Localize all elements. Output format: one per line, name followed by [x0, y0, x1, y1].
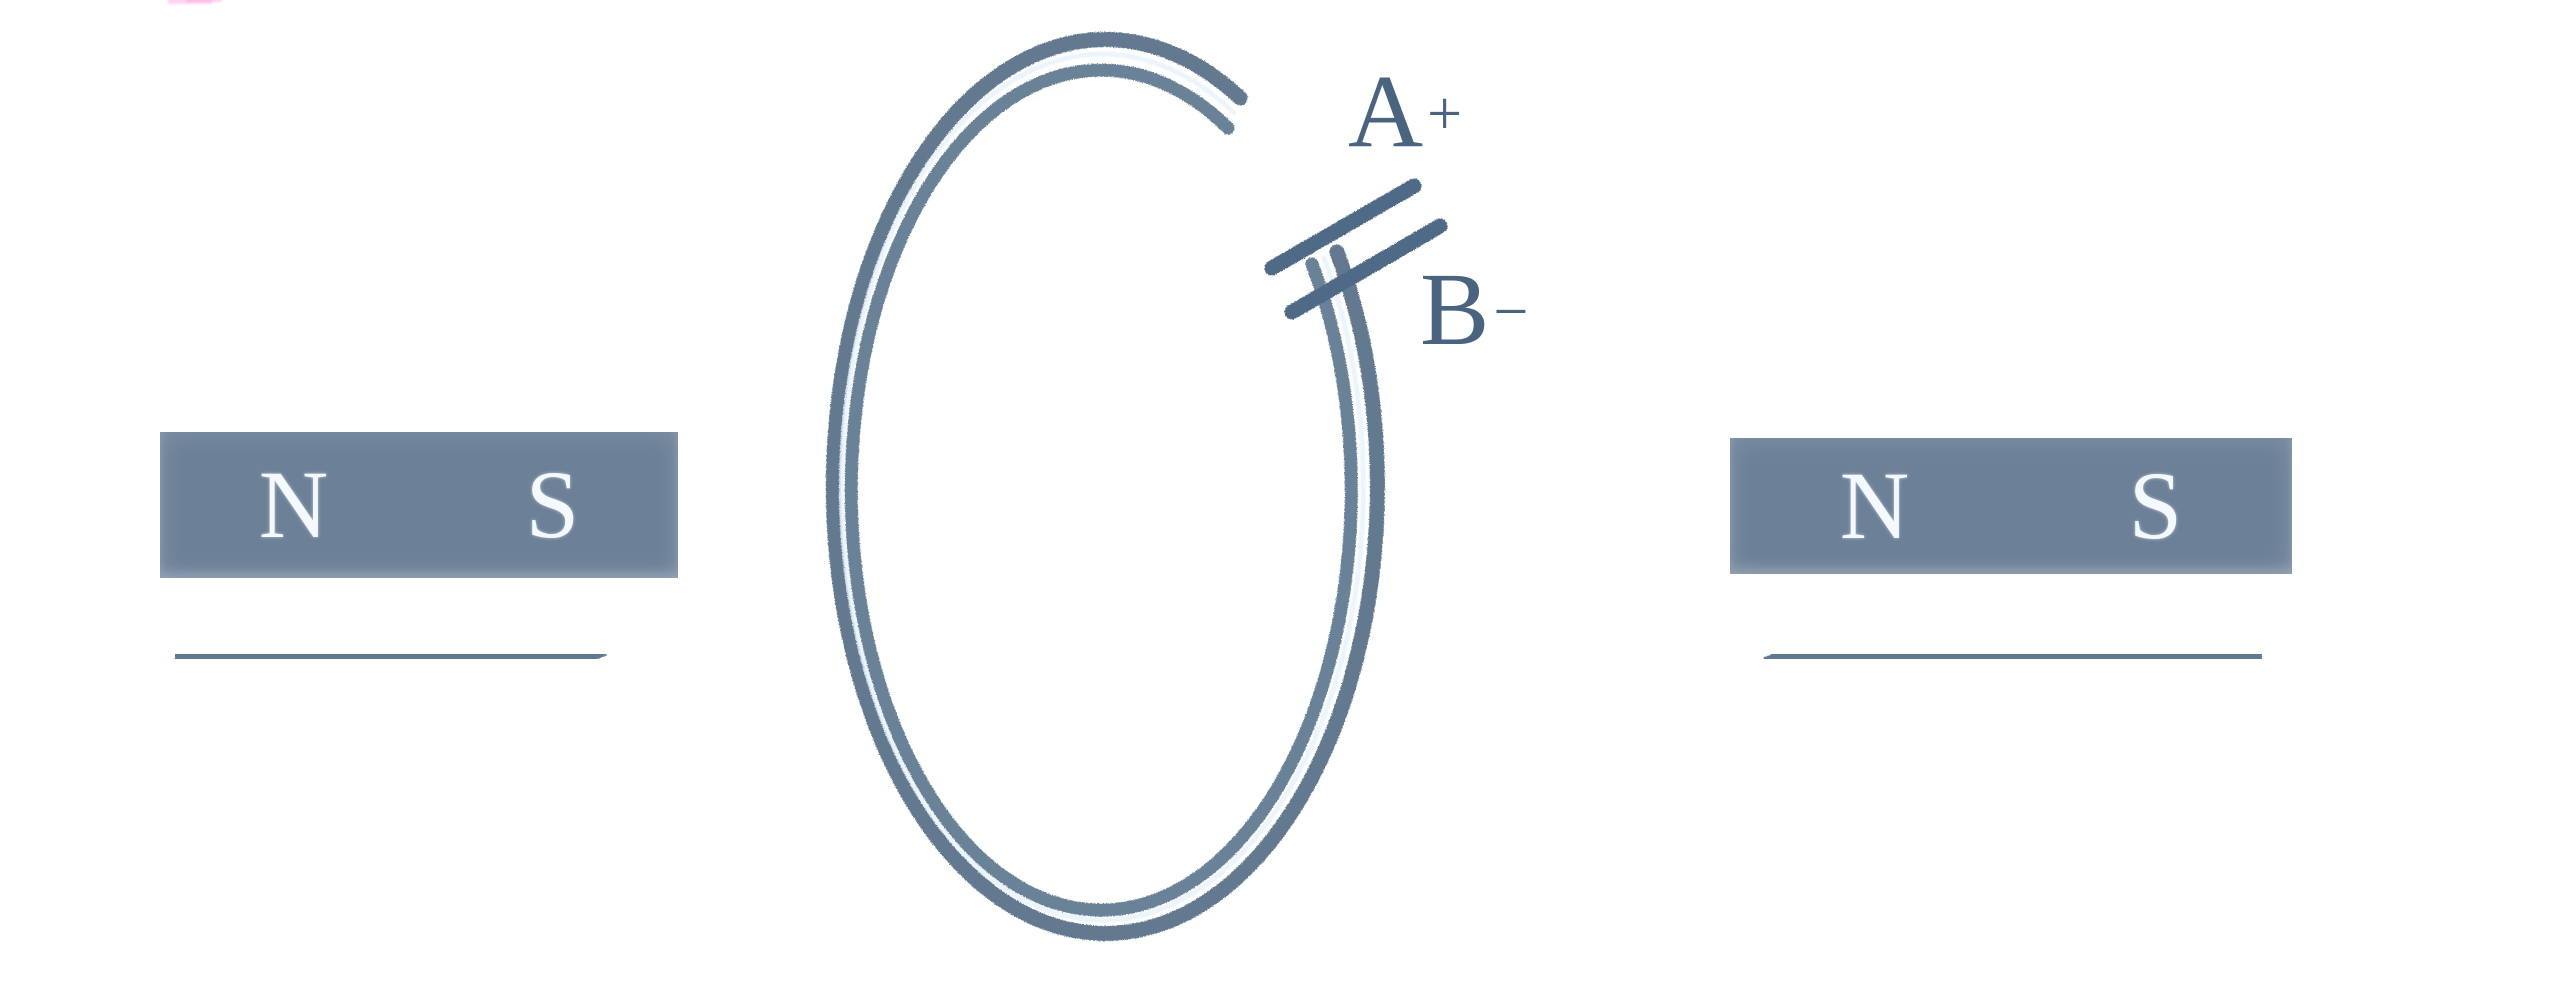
terminal-b-letter: B	[1420, 252, 1490, 367]
terminal-slash-upper	[1264, 178, 1422, 276]
loop-outer-rail	[825, 31, 1385, 941]
scan-artifact-smudge-2	[186, 0, 222, 2]
terminal-label-a: A+	[1348, 60, 1462, 164]
terminal-b-sign: −	[1493, 277, 1529, 346]
conducting-loop	[825, 31, 1385, 941]
magnet-right-pole-north: N	[1839, 452, 1910, 559]
magnet-left-pole-north: N	[258, 451, 329, 558]
scan-artifact-smudge	[168, 0, 212, 4]
magnet-left-pole-south: S	[525, 451, 580, 558]
magnet-right-pole-south: S	[2128, 452, 2183, 559]
terminal-slash-lower	[1284, 218, 1448, 320]
terminal-a-sign: +	[1427, 79, 1463, 148]
loop-highlight	[839, 51, 1366, 923]
loop-inner-rail	[844, 63, 1358, 917]
terminal-a-letter: A	[1348, 54, 1424, 169]
magnet-right: N S	[1730, 438, 2292, 574]
motion-arrows	[175, 607, 2262, 706]
magnet-left: N S	[160, 432, 678, 578]
loop-break-terminals	[1264, 178, 1448, 320]
terminal-label-b: B−	[1420, 258, 1528, 362]
